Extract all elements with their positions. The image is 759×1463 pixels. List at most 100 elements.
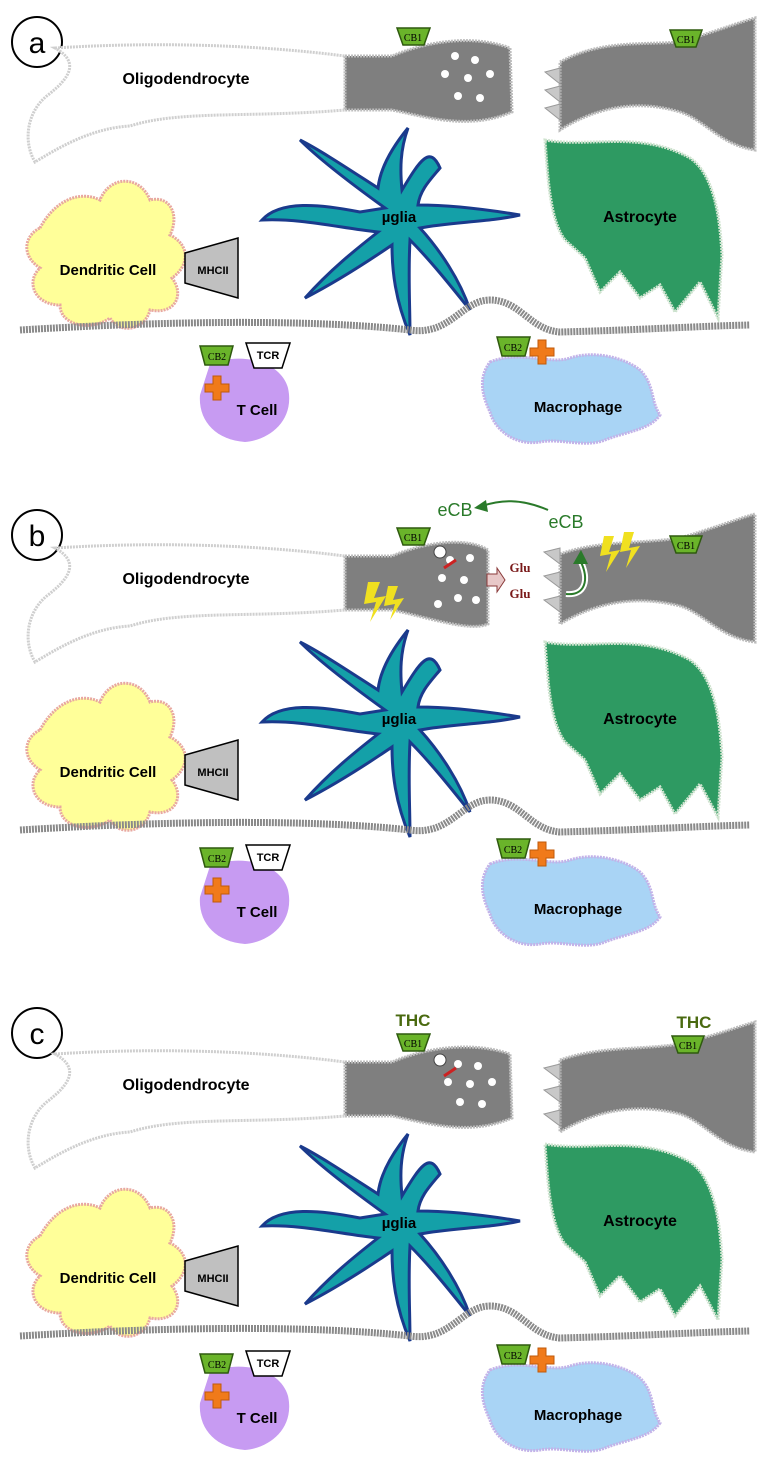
presynaptic-terminal <box>343 1045 514 1129</box>
cb2-receptor-t-cell: CB2 <box>199 345 234 366</box>
svg-text:CB1: CB1 <box>677 541 695 552</box>
svg-text:CB1: CB1 <box>404 33 422 44</box>
cross-receptor-t-cell <box>204 877 230 903</box>
ecb-label-right: eCB <box>548 512 583 532</box>
panel-c: c THC THC Oligodendrocyte CB1 <box>0 990 759 1460</box>
thc-label-left: THC <box>396 1011 431 1030</box>
svg-text:c: c <box>30 1018 45 1051</box>
svg-text:MHCII: MHCII <box>197 767 228 779</box>
dendritic-cell-label: Dendritic Cell <box>60 1270 157 1287</box>
t-cell <box>199 358 290 442</box>
cb2-receptor-t-cell: CB2 <box>199 1353 234 1374</box>
dendritic-cell-label: Dendritic Cell <box>60 764 157 781</box>
cb2-receptor-t-cell: CB2 <box>199 847 234 868</box>
blood-brain-barrier <box>19 796 751 836</box>
ecb-retrograde-arrowhead <box>474 500 488 512</box>
tcr-receptor: TCR <box>244 844 292 871</box>
postsynaptic-receptors <box>542 547 561 613</box>
ecb-retrograde-arrow <box>481 500 549 511</box>
cross-receptor-t-cell <box>204 1383 230 1409</box>
svg-text:CB2: CB2 <box>208 352 226 363</box>
panel-letter: a <box>11 16 63 68</box>
cb1-receptor-post: CB1 <box>668 535 704 554</box>
cb1-receptor-pre: CB1 <box>395 1033 432 1052</box>
t-cell-label: T Cell <box>237 904 278 921</box>
svg-text:CB2: CB2 <box>208 854 226 865</box>
svg-text:TCR: TCR <box>257 852 280 864</box>
svg-text:TCR: TCR <box>257 1358 280 1370</box>
cross-receptor-macrophage <box>529 841 555 867</box>
ecb-synthesis-arrow-inner <box>565 559 586 596</box>
t-cell-label: T Cell <box>237 402 278 419</box>
thc-label-right: THC <box>677 1013 712 1032</box>
microglia-label: µglia <box>382 711 417 728</box>
mhcii-receptor: MHCII <box>184 739 239 801</box>
postsynaptic-receptors <box>543 67 561 122</box>
microglia <box>258 629 521 838</box>
macrophage-label: Macrophage <box>534 1407 622 1424</box>
panel-a-diagram: a Oligodendrocyte CB1 <box>11 16 757 445</box>
astrocyte <box>543 138 724 324</box>
cb1-receptor-pre: CB1 <box>395 27 432 46</box>
macrophage-label: Macrophage <box>534 399 622 416</box>
inhibition-marker <box>443 558 457 570</box>
svg-text:b: b <box>29 520 46 553</box>
postsynaptic-neuron <box>558 1020 757 1154</box>
cb1-receptor-pre: CB1 <box>395 527 432 546</box>
vesicles <box>441 52 494 102</box>
cross-receptor-macrophage <box>529 1347 555 1373</box>
oligodendrocyte <box>26 43 347 165</box>
svg-text:CB1: CB1 <box>677 35 695 46</box>
microglia-label: µglia <box>382 209 417 226</box>
macrophage-label: Macrophage <box>534 901 622 918</box>
cb2-receptor-macrophage: CB2 <box>496 838 531 859</box>
cross-receptor-macrophage <box>529 339 555 365</box>
blood-brain-barrier <box>19 1302 751 1342</box>
inhibition-marker <box>443 1066 457 1078</box>
svg-text:TCR: TCR <box>257 350 280 362</box>
cb2-receptor-macrophage: CB2 <box>496 336 531 357</box>
svg-text:a: a <box>29 27 46 60</box>
lightning-post <box>600 532 640 572</box>
presynaptic-terminal <box>343 540 490 628</box>
astrocyte <box>543 1142 724 1326</box>
cb1-bound-ligand <box>433 545 447 559</box>
blood-brain-barrier <box>19 296 751 336</box>
dendritic-cell <box>25 681 187 832</box>
oligodendrocyte-label: Oligodendrocyte <box>122 1077 249 1094</box>
vesicles <box>444 1060 496 1108</box>
ecb-label-left: eCB <box>437 500 472 520</box>
panel-letter: c <box>11 1007 63 1059</box>
macrophage <box>481 855 662 947</box>
ecb-synthesis-arrowhead <box>573 550 588 564</box>
glu-label-bottom: Glu <box>510 586 531 601</box>
cb1-receptor-post: CB1 <box>670 1035 706 1054</box>
cb1-bound-ligand <box>433 1053 447 1067</box>
panel-letter: b <box>11 509 63 561</box>
dendritic-cell-label: Dendritic Cell <box>60 262 157 279</box>
panel-b-diagram: b Oligodendrocyte CB1 Glu Glu <box>11 500 757 947</box>
astrocyte-label: Astrocyte <box>603 1213 677 1230</box>
svg-text:CB1: CB1 <box>404 533 422 544</box>
lightning-pre <box>364 582 404 622</box>
panel-b: b Oligodendrocyte CB1 Glu Glu <box>0 492 759 962</box>
glu-label-top: Glu <box>510 560 531 575</box>
release-arrow <box>486 566 506 594</box>
oligodendrocyte-label: Oligodendrocyte <box>122 71 249 88</box>
presynaptic-terminal <box>343 39 514 123</box>
svg-text:MHCII: MHCII <box>197 265 228 277</box>
cb1-receptor-post: CB1 <box>668 29 704 48</box>
oligodendrocyte <box>26 543 347 665</box>
tcr-receptor: TCR <box>244 1350 292 1377</box>
panel-a: a Oligodendrocyte CB1 <box>0 0 759 470</box>
astrocyte-label: Astrocyte <box>603 209 677 226</box>
microglia <box>258 127 521 336</box>
cross-receptor-t-cell <box>204 375 230 401</box>
astrocyte <box>543 640 724 823</box>
svg-text:CB1: CB1 <box>404 1039 422 1050</box>
mhcii-receptor: MHCII <box>184 1245 239 1307</box>
t-cell-label: T Cell <box>237 1410 278 1427</box>
dendritic-cell <box>25 1187 187 1338</box>
t-cell <box>199 860 290 944</box>
